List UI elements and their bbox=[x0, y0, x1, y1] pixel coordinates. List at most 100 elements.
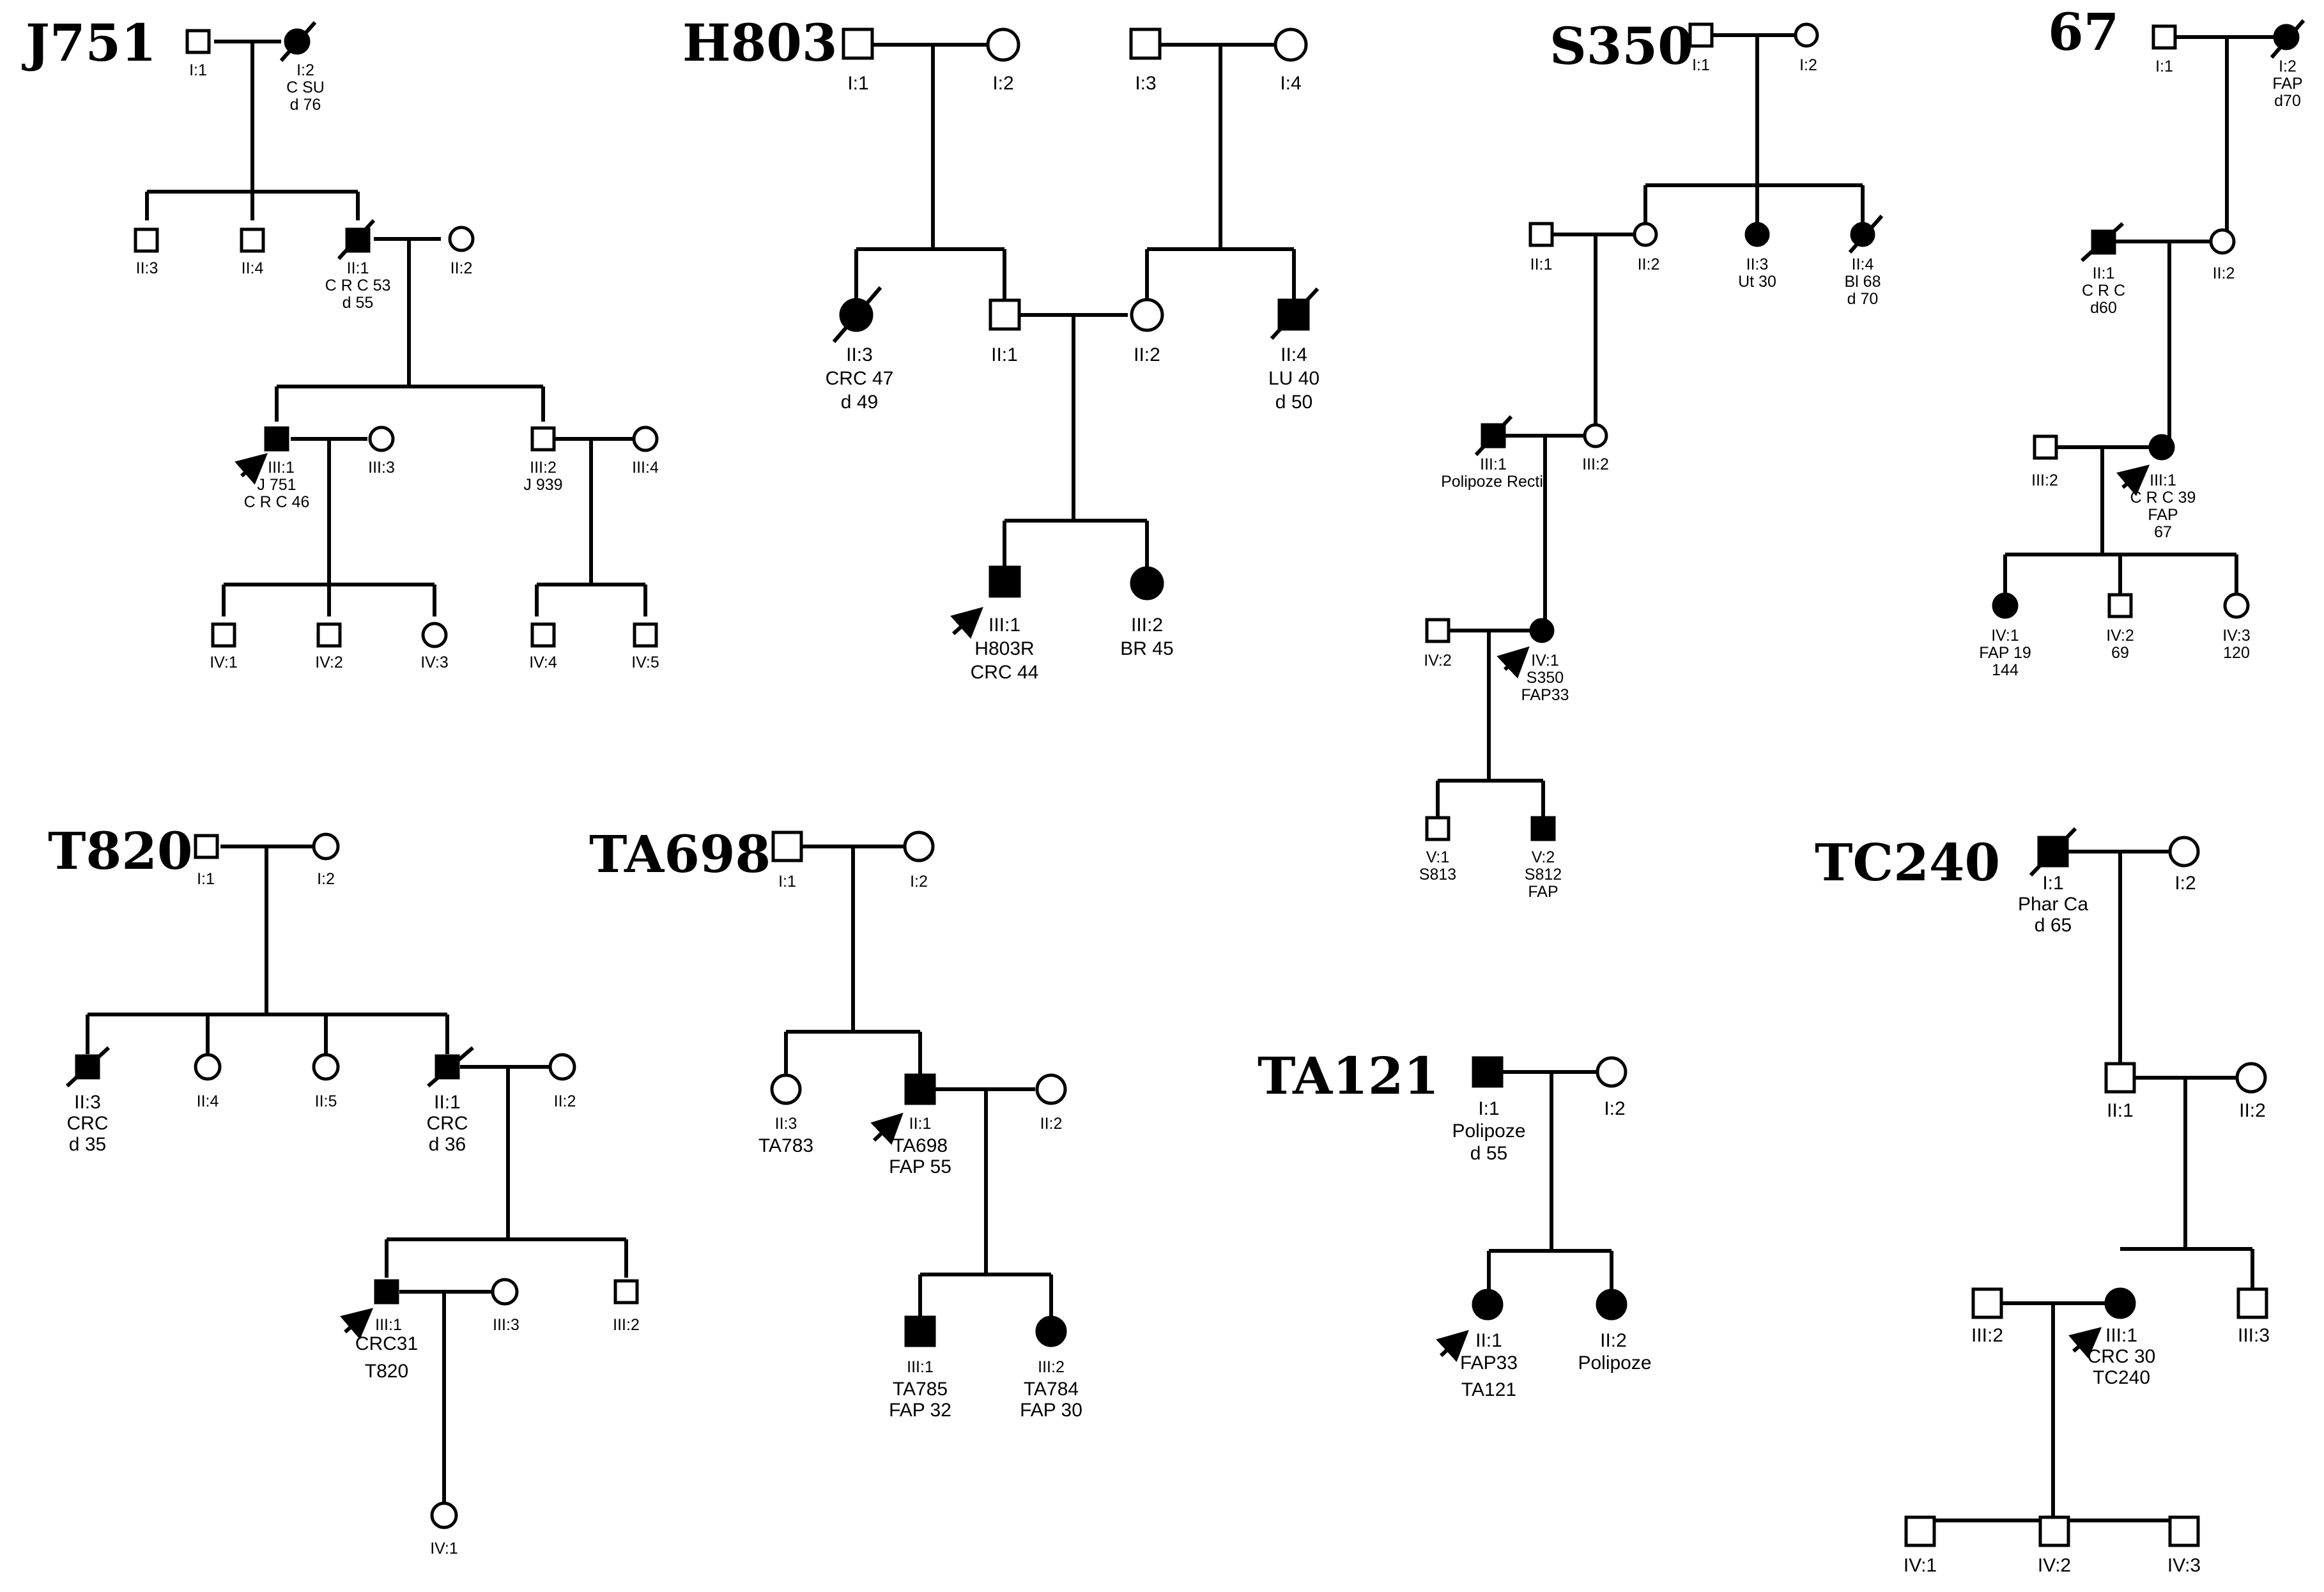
deceased-mark bbox=[1270, 287, 1320, 341]
label-i2: I:2 bbox=[296, 61, 314, 79]
individual-iii2 bbox=[2033, 434, 2058, 460]
label-iii2: III:2 bbox=[1131, 615, 1163, 636]
pedigree-title: S350 bbox=[1550, 16, 1693, 76]
pedigree-title: T820 bbox=[48, 821, 193, 881]
label-ii4-diagnosis: Bl 68 bbox=[1845, 273, 1881, 291]
individual-iv2 bbox=[316, 622, 342, 648]
label-ii3: II:3 bbox=[136, 259, 158, 277]
individual-iii2 bbox=[1971, 1287, 2003, 1319]
labels: I:1 I:2 II:3 CRC d 35 II:4 II:5 II:1 CRC… bbox=[67, 870, 640, 1558]
individual-ii1 bbox=[989, 298, 1021, 331]
individual-iii3 bbox=[491, 1278, 519, 1306]
labels: I:1 I:2 C SU d 76 II:3 II:4 II:1 C R C 5… bbox=[136, 61, 659, 671]
label-ii1-diagnosis: C R C bbox=[2082, 282, 2125, 300]
individual-i1 bbox=[771, 830, 803, 862]
label-i2: I:2 bbox=[1799, 56, 1817, 74]
individual-iv3 bbox=[2223, 592, 2250, 619]
individual-i4 bbox=[1274, 27, 1308, 62]
label-ii1: II:1 bbox=[434, 1092, 461, 1113]
label-v2-diagnosis: FAP bbox=[1528, 883, 1558, 901]
label-ii3: II:3 bbox=[775, 1115, 797, 1133]
labels: I:1 I:2 I:3 I:4 II:3 CRC 47 d 49 II:1 II… bbox=[826, 73, 1320, 683]
individual-iii2 bbox=[530, 426, 556, 452]
individual-iv1-proband bbox=[1529, 618, 1555, 643]
pedigree-ta121: TA121 I:1 Polipoze d 55 I:2 II:1 FAP33 T… bbox=[1258, 1046, 1652, 1400]
proband-arrow bbox=[2068, 1327, 2102, 1359]
label-ii1: II:1 bbox=[2107, 1100, 2134, 1121]
label-ii3-diagnosis: CRC bbox=[67, 1113, 109, 1134]
label-iii1-diagnosis: C R C 39 bbox=[2130, 489, 2196, 507]
label-i2: I:2 bbox=[992, 73, 1013, 94]
pedigree-title: 67 bbox=[2048, 2, 2119, 62]
label-iii1-diagnosis: FAP 32 bbox=[889, 1400, 951, 1421]
label-iii1-id: J 751 bbox=[257, 476, 296, 494]
individual-v1 bbox=[1425, 816, 1451, 841]
label-i1-diagnosis: Phar Ca bbox=[2018, 894, 2088, 915]
label-ii1: II:1 bbox=[347, 259, 369, 277]
label-iii1-id: TA785 bbox=[893, 1379, 948, 1400]
individual-i2 bbox=[312, 832, 340, 861]
label-iv2: IV:2 bbox=[2038, 1555, 2071, 1576]
label-ii1: II:1 bbox=[909, 1115, 932, 1133]
label-i2: I:2 bbox=[317, 870, 335, 888]
individual-i1 bbox=[194, 834, 219, 859]
individual-ii1 bbox=[1528, 222, 1554, 247]
individual-ii4 bbox=[194, 1053, 222, 1081]
label-iii2: III:2 bbox=[1038, 1358, 1065, 1376]
individual-ii2 bbox=[1035, 1073, 1067, 1105]
individual-iv3 bbox=[2168, 1515, 2200, 1547]
label-iv1: IV:1 bbox=[210, 654, 238, 671]
label-iv1-diagnosis: FAP33 bbox=[1521, 686, 1569, 704]
label-iv2-value: 69 bbox=[2111, 644, 2129, 662]
label-iv3-value: 120 bbox=[2223, 644, 2250, 662]
label-iii2: III:2 bbox=[1971, 1325, 2003, 1346]
proband-arrow bbox=[1436, 1329, 1469, 1363]
label-ii3-death: d 49 bbox=[841, 392, 878, 413]
individual-i1 bbox=[1472, 1056, 1504, 1088]
pedigree-tc240: TC240 I:1 Phar Ca d 65 I:2 II:1 II:2 III… bbox=[1815, 827, 2270, 1576]
label-ii4-diagnosis: LU 40 bbox=[1268, 368, 1320, 389]
label-iii2-diagnosis: FAP 30 bbox=[1020, 1400, 1082, 1421]
individual-i1 bbox=[1688, 22, 1714, 48]
label-ii3-id: TA783 bbox=[758, 1135, 813, 1156]
label-i2: I:2 bbox=[2279, 57, 2297, 75]
individual-iii3 bbox=[2236, 1287, 2268, 1319]
individual-iv4 bbox=[530, 622, 556, 648]
label-ii4: II:4 bbox=[242, 259, 264, 277]
individual-iii3 bbox=[368, 425, 395, 452]
label-ii2: II:2 bbox=[1600, 1330, 1627, 1351]
individual-i2 bbox=[1794, 22, 1819, 48]
label-i1: I:1 bbox=[197, 870, 215, 888]
label-ii4: II:4 bbox=[197, 1092, 219, 1110]
individual-i1 bbox=[842, 27, 874, 60]
pedigree-title: TC240 bbox=[1815, 832, 2000, 892]
proband-arrow bbox=[950, 606, 983, 639]
deceased-mark bbox=[65, 1046, 111, 1088]
label-iv5: IV:5 bbox=[631, 654, 659, 671]
label-ii2: II:2 bbox=[554, 1092, 576, 1110]
label-iii2-id: TA784 bbox=[1024, 1379, 1079, 1400]
label-i2-death: d 76 bbox=[290, 96, 321, 114]
label-v2-id: S812 bbox=[1525, 866, 1562, 884]
label-ii1-death: d 36 bbox=[429, 1134, 466, 1155]
label-ii1-diagnosis: FAP 55 bbox=[889, 1156, 951, 1177]
label-iii1: III:1 bbox=[2105, 1325, 2137, 1346]
label-ii2: II:2 bbox=[1134, 344, 1160, 365]
individual-ii2 bbox=[1596, 1289, 1628, 1320]
label-iv1-value: 144 bbox=[1992, 661, 2019, 679]
individual-i2 bbox=[903, 830, 935, 862]
label-iv4: IV:4 bbox=[529, 654, 557, 671]
label-ii1-diagnosis: FAP33 bbox=[1460, 1352, 1518, 1374]
individual-ii2 bbox=[548, 1053, 576, 1081]
label-iii1: III:1 bbox=[989, 615, 1020, 636]
deceased-mark bbox=[279, 21, 317, 62]
individual-ii3 bbox=[1744, 222, 1770, 247]
individual-i2 bbox=[986, 27, 1020, 62]
individual-iii2 bbox=[1583, 423, 1608, 448]
label-ii4-death: d 50 bbox=[1275, 392, 1312, 413]
deceased-mark bbox=[1474, 415, 1513, 457]
label-iv1: IV:1 bbox=[430, 1540, 458, 1558]
label-iv3: IV:3 bbox=[2222, 627, 2251, 645]
pedigree-title: TA698 bbox=[589, 824, 771, 884]
individual-ii2 bbox=[1633, 222, 1658, 247]
